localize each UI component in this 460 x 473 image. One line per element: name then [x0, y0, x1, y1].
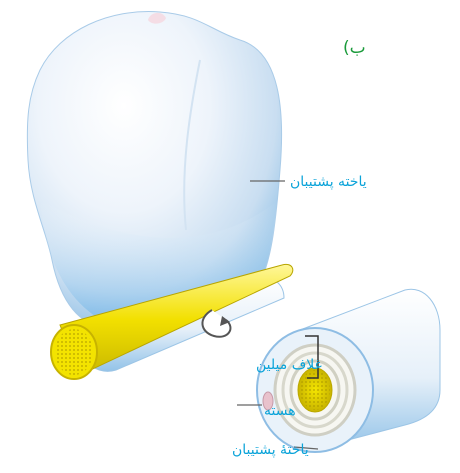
label-myelin-sheath: غلاف میلین — [256, 357, 322, 373]
axon-cut-end-texture — [55, 329, 93, 375]
label-nucleus: هسته — [264, 403, 296, 419]
axon-core-texture — [300, 370, 330, 410]
label-supporting-cell-top: یاخته پشتیبان — [290, 174, 367, 190]
label-supporting-cell-bottom: یاختهٔ پشتیبان — [232, 442, 309, 458]
panel-label: ب) — [343, 38, 366, 58]
